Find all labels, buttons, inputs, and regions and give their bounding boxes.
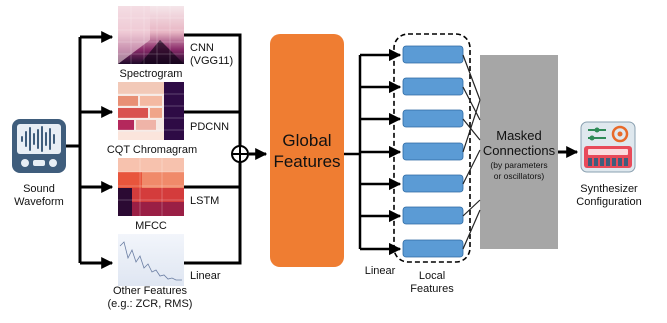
feature-label-other-line1: Other Features (113, 285, 187, 297)
waveform-icon (12, 119, 66, 173)
local-feature-block (402, 142, 464, 161)
local-feature-block (402, 174, 464, 193)
output-label-line2: Configuration (576, 196, 641, 208)
local-feature-blocks (402, 45, 464, 258)
model-label-linear: Linear (190, 270, 221, 282)
fusion-symbol (231, 145, 249, 163)
feature-label-mfcc: MFCC (135, 220, 167, 232)
masked-connection-lines (462, 54, 481, 250)
masked-connections-box (480, 55, 558, 249)
local-feature-block (402, 109, 464, 128)
linear-label: Linear (365, 265, 396, 277)
local-feature-block (402, 77, 464, 96)
input-label-line2: Waveform (14, 196, 64, 208)
cqt-chromagram-image (118, 82, 184, 140)
mfcc-image (118, 158, 184, 216)
feature-label-spectrogram: Spectrogram (120, 68, 183, 80)
global-features-line1: Global (282, 131, 331, 150)
global-features-box (270, 34, 344, 267)
masked-line3: (by parameters (490, 160, 547, 170)
input-connectors (66, 31, 114, 269)
masked-line1: Masked (496, 128, 542, 143)
model-label-lstm: LSTM (190, 195, 219, 207)
local-features-line2: Features (410, 283, 454, 295)
other-features-image (118, 234, 184, 286)
model-label-cnn-line1: CNN (190, 42, 214, 54)
local-feature-block (402, 239, 464, 258)
local-feature-block (402, 206, 464, 225)
synthesizer-icon (580, 121, 636, 173)
linear-connectors (344, 48, 402, 256)
model-label-pdcnn: PDCNN (190, 121, 229, 133)
local-feature-block (402, 45, 464, 64)
output-label-line1: Synthesizer (580, 183, 638, 195)
local-features-line1: Local (419, 270, 445, 282)
spectrogram-image (118, 6, 184, 64)
global-features-line2: Features (273, 152, 340, 171)
model-label-cnn-line2: (VGG11) (190, 55, 233, 67)
feature-label-other-line2: (e.g.: ZCR, RMS) (108, 298, 193, 310)
masked-line4: or oscillators) (494, 171, 545, 181)
input-label-line1: Sound (23, 183, 55, 195)
masked-line2: Connections (483, 143, 556, 158)
feature-label-cqt: CQT Chromagram (107, 144, 197, 156)
local-features-group (393, 33, 471, 263)
